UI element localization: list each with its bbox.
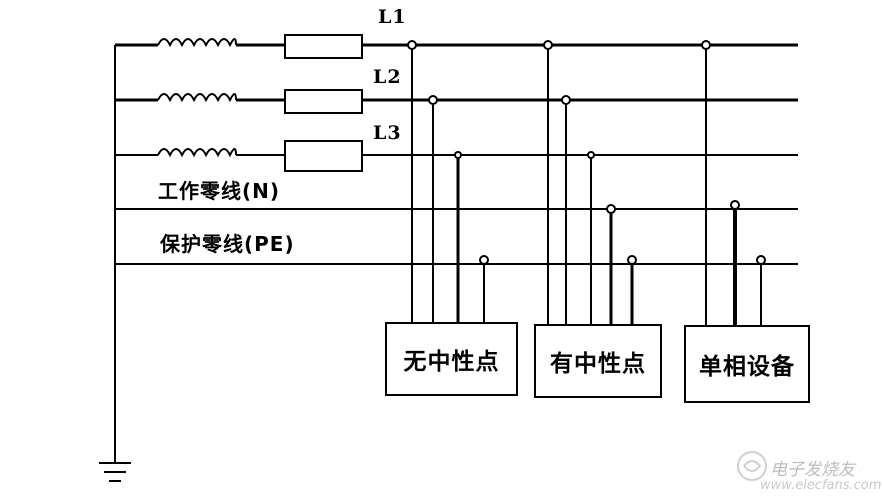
load-label-no-neutral: 无中性点 <box>403 349 500 375</box>
coil-l3-icon <box>157 148 237 158</box>
load-label-single-phase: 单相设备 <box>699 354 795 380</box>
load-label-with-neutral: 有中性点 <box>550 351 646 377</box>
load-box-no-neutral: 无中性点 <box>385 322 518 396</box>
taps-no-neutral <box>411 45 485 322</box>
label-l3: L3 <box>373 122 402 144</box>
load-box-with-neutral: 有中性点 <box>534 324 662 398</box>
watermark-url: www.elecfans.com <box>760 478 882 493</box>
taps-single-phase <box>705 45 762 325</box>
load-box-single-phase: 单相设备 <box>684 325 810 403</box>
connection-nodes <box>407 40 766 265</box>
taps-with-neutral <box>547 45 634 325</box>
ground-symbol-icon <box>99 462 131 482</box>
fuse-l1-icon <box>284 34 363 59</box>
label-l2: L2 <box>373 66 402 88</box>
fuse-l2-icon <box>284 89 363 114</box>
label-l1: L1 <box>378 6 407 28</box>
watermark-logo-text: 电子发烧友 <box>770 460 855 480</box>
fuse-l3-icon <box>284 140 363 172</box>
watermark-logo-icon <box>737 451 767 481</box>
coil-l1-icon <box>157 38 237 48</box>
label-neutral: 工作零线(N) <box>158 179 281 203</box>
label-protective-earth: 保护零线(PE) <box>160 232 295 256</box>
coil-l2-icon <box>157 93 237 103</box>
